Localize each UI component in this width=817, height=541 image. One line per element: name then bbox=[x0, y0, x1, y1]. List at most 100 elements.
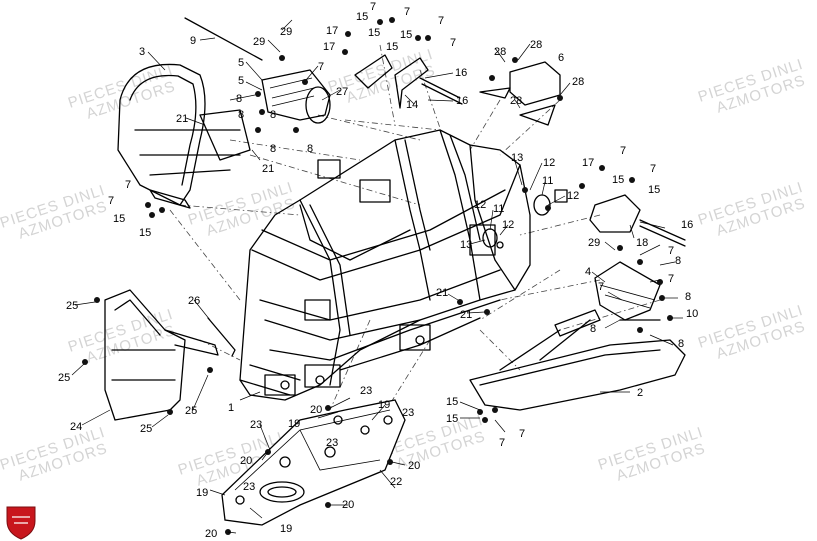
callout-7: 7 bbox=[598, 281, 604, 293]
callout-7: 7 bbox=[519, 428, 525, 440]
callout-11: 11 bbox=[542, 175, 553, 187]
callout-7: 7 bbox=[499, 437, 505, 449]
callout-23: 23 bbox=[243, 481, 255, 493]
callout-labels: 1 2 3 4 5 5 6 7 7 7 7 7 7 7 7 7 7 7 7 7 … bbox=[58, 1, 698, 540]
callout-15: 15 bbox=[139, 227, 151, 239]
callout-7: 7 bbox=[668, 245, 674, 257]
side-guard bbox=[104, 289, 219, 421]
callout-12: 12 bbox=[502, 219, 514, 231]
callout-7: 7 bbox=[404, 6, 410, 18]
skid-plate bbox=[221, 399, 406, 526]
callout-11: 11 bbox=[493, 203, 504, 215]
callout-23: 23 bbox=[326, 437, 338, 449]
callout-7: 7 bbox=[318, 61, 324, 73]
callout-3: 3 bbox=[139, 46, 145, 58]
callout-16: 16 bbox=[456, 95, 468, 107]
callout-23: 23 bbox=[402, 407, 414, 419]
callout-15: 15 bbox=[113, 213, 125, 225]
callout-7: 7 bbox=[650, 163, 656, 175]
footrest-tube-5 bbox=[261, 69, 331, 124]
callout-10: 10 bbox=[686, 308, 698, 320]
callout-6: 6 bbox=[558, 52, 564, 64]
callout-28: 28 bbox=[494, 46, 506, 58]
callout-24: 24 bbox=[70, 421, 82, 433]
footrest-4 bbox=[594, 261, 661, 321]
callout-15: 15 bbox=[446, 413, 458, 425]
callout-15: 15 bbox=[446, 396, 458, 408]
callout-15: 15 bbox=[356, 11, 368, 23]
callout-21: 21 bbox=[460, 309, 472, 321]
callout-15: 15 bbox=[612, 174, 624, 186]
callout-9: 9 bbox=[190, 35, 196, 47]
callout-13: 13 bbox=[460, 239, 472, 251]
callout-15: 15 bbox=[400, 29, 412, 41]
alignment-lines bbox=[169, 44, 661, 421]
callout-29: 29 bbox=[588, 237, 600, 249]
callout-25: 25 bbox=[185, 405, 197, 417]
callout-8: 8 bbox=[270, 109, 276, 121]
callout-7: 7 bbox=[108, 195, 114, 207]
callout-29: 29 bbox=[280, 26, 292, 38]
callout-8: 8 bbox=[270, 143, 276, 155]
callout-28: 28 bbox=[572, 76, 584, 88]
rods bbox=[184, 17, 263, 357]
callout-22: 22 bbox=[390, 476, 402, 488]
callout-17: 17 bbox=[323, 41, 335, 53]
callout-23: 23 bbox=[250, 419, 262, 431]
callout-19: 19 bbox=[196, 487, 208, 499]
callout-25: 25 bbox=[140, 423, 152, 435]
callout-8: 8 bbox=[236, 93, 242, 105]
azmotors-shield-icon bbox=[6, 506, 36, 540]
callout-1: 1 bbox=[228, 402, 234, 414]
callout-8: 8 bbox=[685, 291, 691, 303]
callout-13: 13 bbox=[511, 152, 523, 164]
callout-20: 20 bbox=[205, 528, 217, 540]
callout-14: 14 bbox=[406, 99, 418, 111]
callout-12: 12 bbox=[567, 190, 579, 202]
bracket-14 bbox=[354, 54, 463, 109]
callout-19: 19 bbox=[288, 418, 300, 430]
bracket-18 bbox=[589, 194, 686, 247]
callout-8: 8 bbox=[307, 143, 313, 155]
callout-23: 23 bbox=[360, 385, 372, 397]
main-frame bbox=[239, 129, 531, 401]
callout-8: 8 bbox=[675, 255, 681, 267]
callout-8: 8 bbox=[590, 323, 596, 335]
leader-lines bbox=[71, 19, 683, 534]
callout-20: 20 bbox=[408, 460, 420, 472]
callout-29: 29 bbox=[253, 36, 265, 48]
callout-19: 19 bbox=[378, 399, 390, 411]
bracket-assembly-6 bbox=[479, 61, 561, 126]
callout-5: 5 bbox=[238, 75, 244, 87]
callout-15: 15 bbox=[386, 41, 398, 53]
callout-20: 20 bbox=[240, 455, 252, 467]
callout-7: 7 bbox=[620, 145, 626, 157]
callout-7: 7 bbox=[125, 179, 131, 191]
callout-7: 7 bbox=[370, 1, 376, 13]
callout-17: 17 bbox=[326, 25, 338, 37]
callout-20: 20 bbox=[310, 404, 322, 416]
rear-bumper bbox=[469, 309, 686, 411]
callout-25: 25 bbox=[58, 372, 70, 384]
callout-15: 15 bbox=[648, 184, 660, 196]
callout-19: 19 bbox=[280, 523, 292, 535]
callout-7: 7 bbox=[450, 37, 456, 49]
callout-28: 28 bbox=[510, 95, 522, 107]
callout-8: 8 bbox=[238, 109, 244, 121]
callout-12: 12 bbox=[474, 199, 486, 211]
callout-8: 8 bbox=[678, 338, 684, 350]
callout-21: 21 bbox=[436, 287, 448, 299]
callout-5: 5 bbox=[238, 57, 244, 69]
bolts bbox=[82, 17, 673, 535]
callout-2: 2 bbox=[637, 387, 643, 399]
callout-7: 7 bbox=[668, 273, 674, 285]
callout-16: 16 bbox=[681, 219, 693, 231]
callout-21: 21 bbox=[262, 163, 274, 175]
callout-26: 26 bbox=[188, 295, 200, 307]
callout-27: 27 bbox=[336, 86, 348, 98]
callout-20: 20 bbox=[342, 499, 354, 511]
callout-4: 4 bbox=[585, 266, 591, 278]
callout-18: 18 bbox=[636, 237, 648, 249]
